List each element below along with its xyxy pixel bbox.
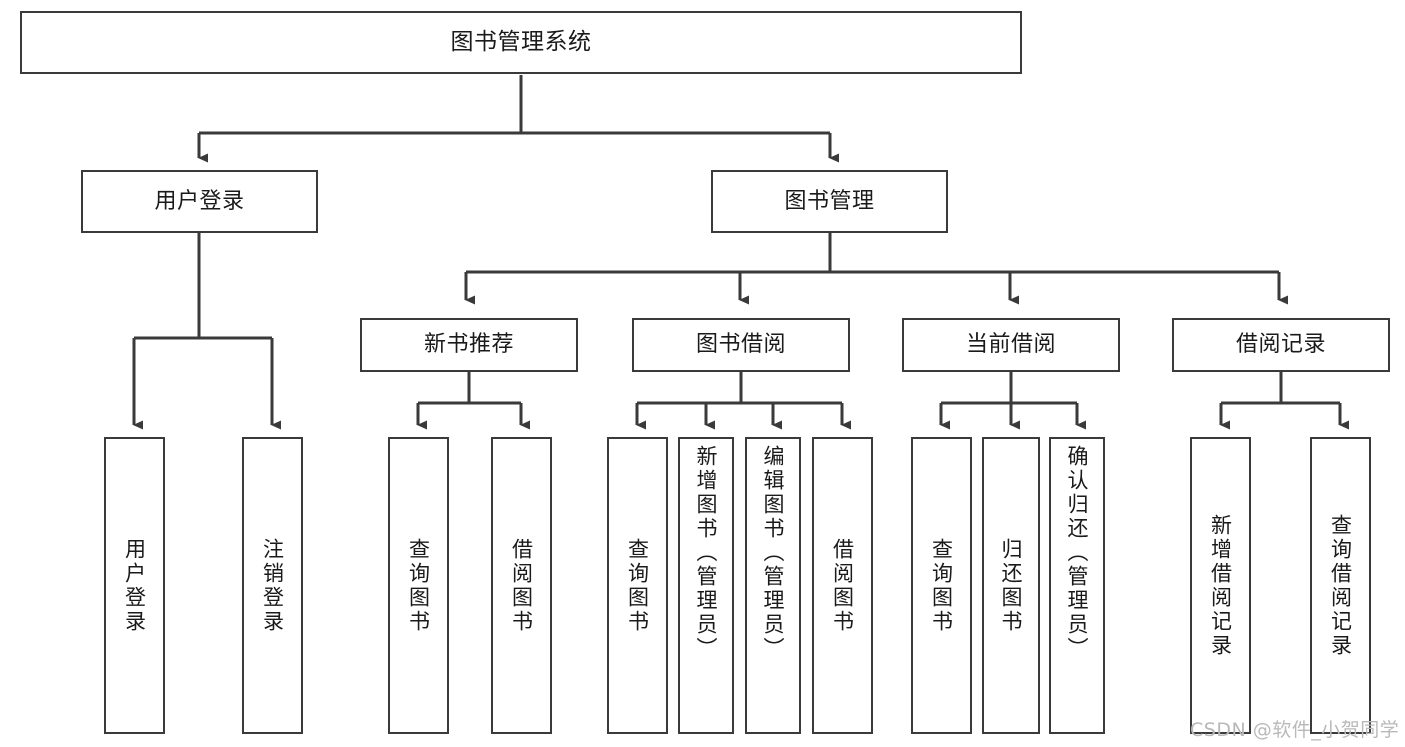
node-label: 注销登录 [260,537,285,634]
node-leaf-user-login[interactable]: 用户登录 [104,437,165,734]
node-label: 确认归还（管理员） [1065,445,1090,661]
node-leaf-query-book-recommend[interactable]: 查询图书 [388,437,449,734]
node-label: 新增借阅记录 [1208,513,1233,658]
node-leaf-query-borrow-record[interactable]: 查询借阅记录 [1310,437,1371,734]
node-label: 用户登录 [154,188,245,214]
node-label: 查询借阅记录 [1328,513,1353,658]
node-book-management-system[interactable]: 图书管理系统 [20,11,1022,74]
node-leaf-borrow-book-recommend[interactable]: 借阅图书 [491,437,552,734]
csdn-watermark: CSDN @软件_小贺同学 [1190,719,1400,741]
node-leaf-borrow-book[interactable]: 借阅图书 [812,437,873,734]
node-label: 新书推荐 [423,332,514,358]
node-label: 新增图书（管理员） [694,445,719,661]
node-leaf-add-borrow-record[interactable]: 新增借阅记录 [1190,437,1251,734]
node-label: 查询图书 [929,537,954,634]
node-label: 借阅图书 [509,537,534,634]
node-leaf-edit-book-admin[interactable]: 编辑图书（管理员） [745,437,801,734]
node-label: 图书借阅 [695,332,786,358]
node-label: 借阅图书 [830,537,855,634]
node-leaf-add-book-admin[interactable]: 新增图书（管理员） [678,437,734,734]
node-label: 当前借阅 [965,332,1056,358]
node-book-borrow[interactable]: 图书借阅 [632,318,850,372]
node-label: 编辑图书（管理员） [761,445,786,661]
node-label: 借阅记录 [1235,332,1326,358]
node-leaf-query-book-borrow[interactable]: 查询图书 [607,437,668,734]
node-leaf-return-book[interactable]: 归还图书 [982,437,1040,734]
node-label: 用户登录 [122,537,147,634]
node-leaf-logout-login[interactable]: 注销登录 [242,437,303,734]
node-label: 查询图书 [406,537,431,634]
node-label: 查询图书 [625,537,650,634]
node-new-book-recommend[interactable]: 新书推荐 [360,318,578,372]
node-leaf-query-book-current[interactable]: 查询图书 [911,437,972,734]
node-current-borrow[interactable]: 当前借阅 [902,318,1120,372]
node-label: 归还图书 [999,537,1024,634]
node-label: 图书管理系统 [450,28,592,55]
node-borrow-record[interactable]: 借阅记录 [1172,318,1390,372]
node-leaf-confirm-return-admin[interactable]: 确认归还（管理员） [1049,437,1105,734]
node-book-management[interactable]: 图书管理 [711,170,948,233]
node-user-login[interactable]: 用户登录 [81,170,318,233]
node-label: 图书管理 [784,188,875,214]
